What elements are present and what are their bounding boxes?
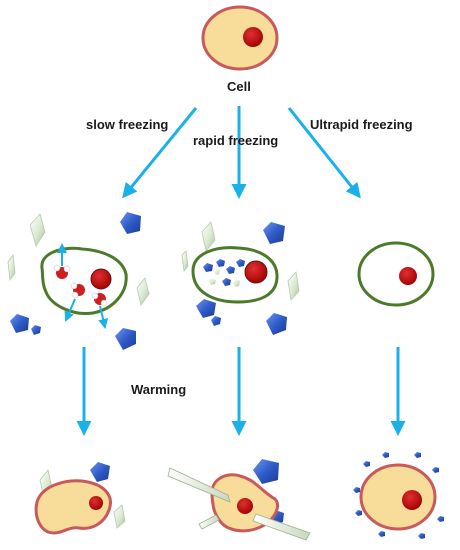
surrounding-ice-crystals xyxy=(353,452,444,539)
arrow-ultra xyxy=(287,107,361,199)
warming-label: Warming xyxy=(131,382,187,397)
arrow-slow xyxy=(122,107,198,199)
rapid-warmed-cell xyxy=(167,459,311,541)
top-cell xyxy=(201,5,279,71)
ultra-warmed-cell xyxy=(353,452,444,539)
rapid-freezing-label: rapid freezing xyxy=(193,133,279,148)
intracellular-ice xyxy=(203,259,245,287)
cell-label: Cell xyxy=(227,79,251,94)
slow-warmed-cell xyxy=(34,462,126,535)
ultrapid-freezing-label: Ultrapid freezing xyxy=(310,117,413,132)
rapid-frozen-cell xyxy=(181,221,300,335)
slow-frozen-cell xyxy=(7,212,150,350)
slow-freezing-label: slow freezing xyxy=(86,117,169,132)
water-molecules xyxy=(53,264,108,307)
ultra-frozen-cell xyxy=(357,241,435,307)
